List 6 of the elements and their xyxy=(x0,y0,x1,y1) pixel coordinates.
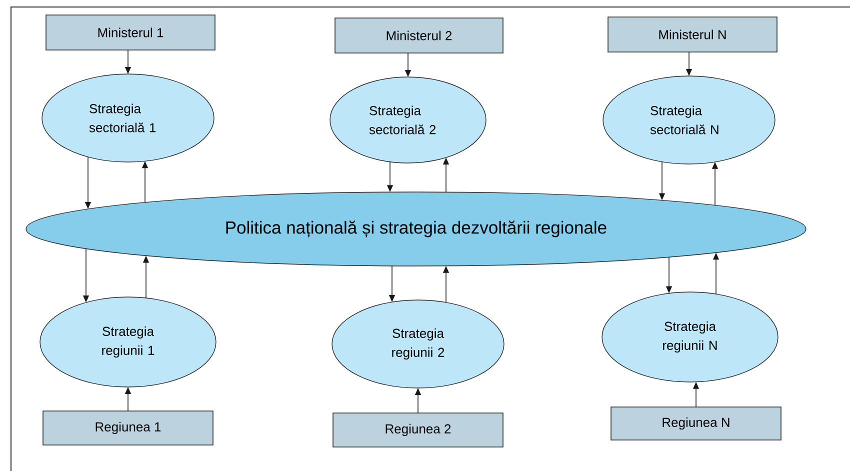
label-box: Ministerul 2 xyxy=(334,18,504,54)
label-box: Ministerul N xyxy=(608,16,778,52)
label-box: Regiunea 1 xyxy=(42,410,214,446)
label-box: Ministerul 1 xyxy=(46,14,216,50)
label-box: Regiunea N xyxy=(610,406,782,440)
label-box: Regiunea 2 xyxy=(332,412,504,448)
